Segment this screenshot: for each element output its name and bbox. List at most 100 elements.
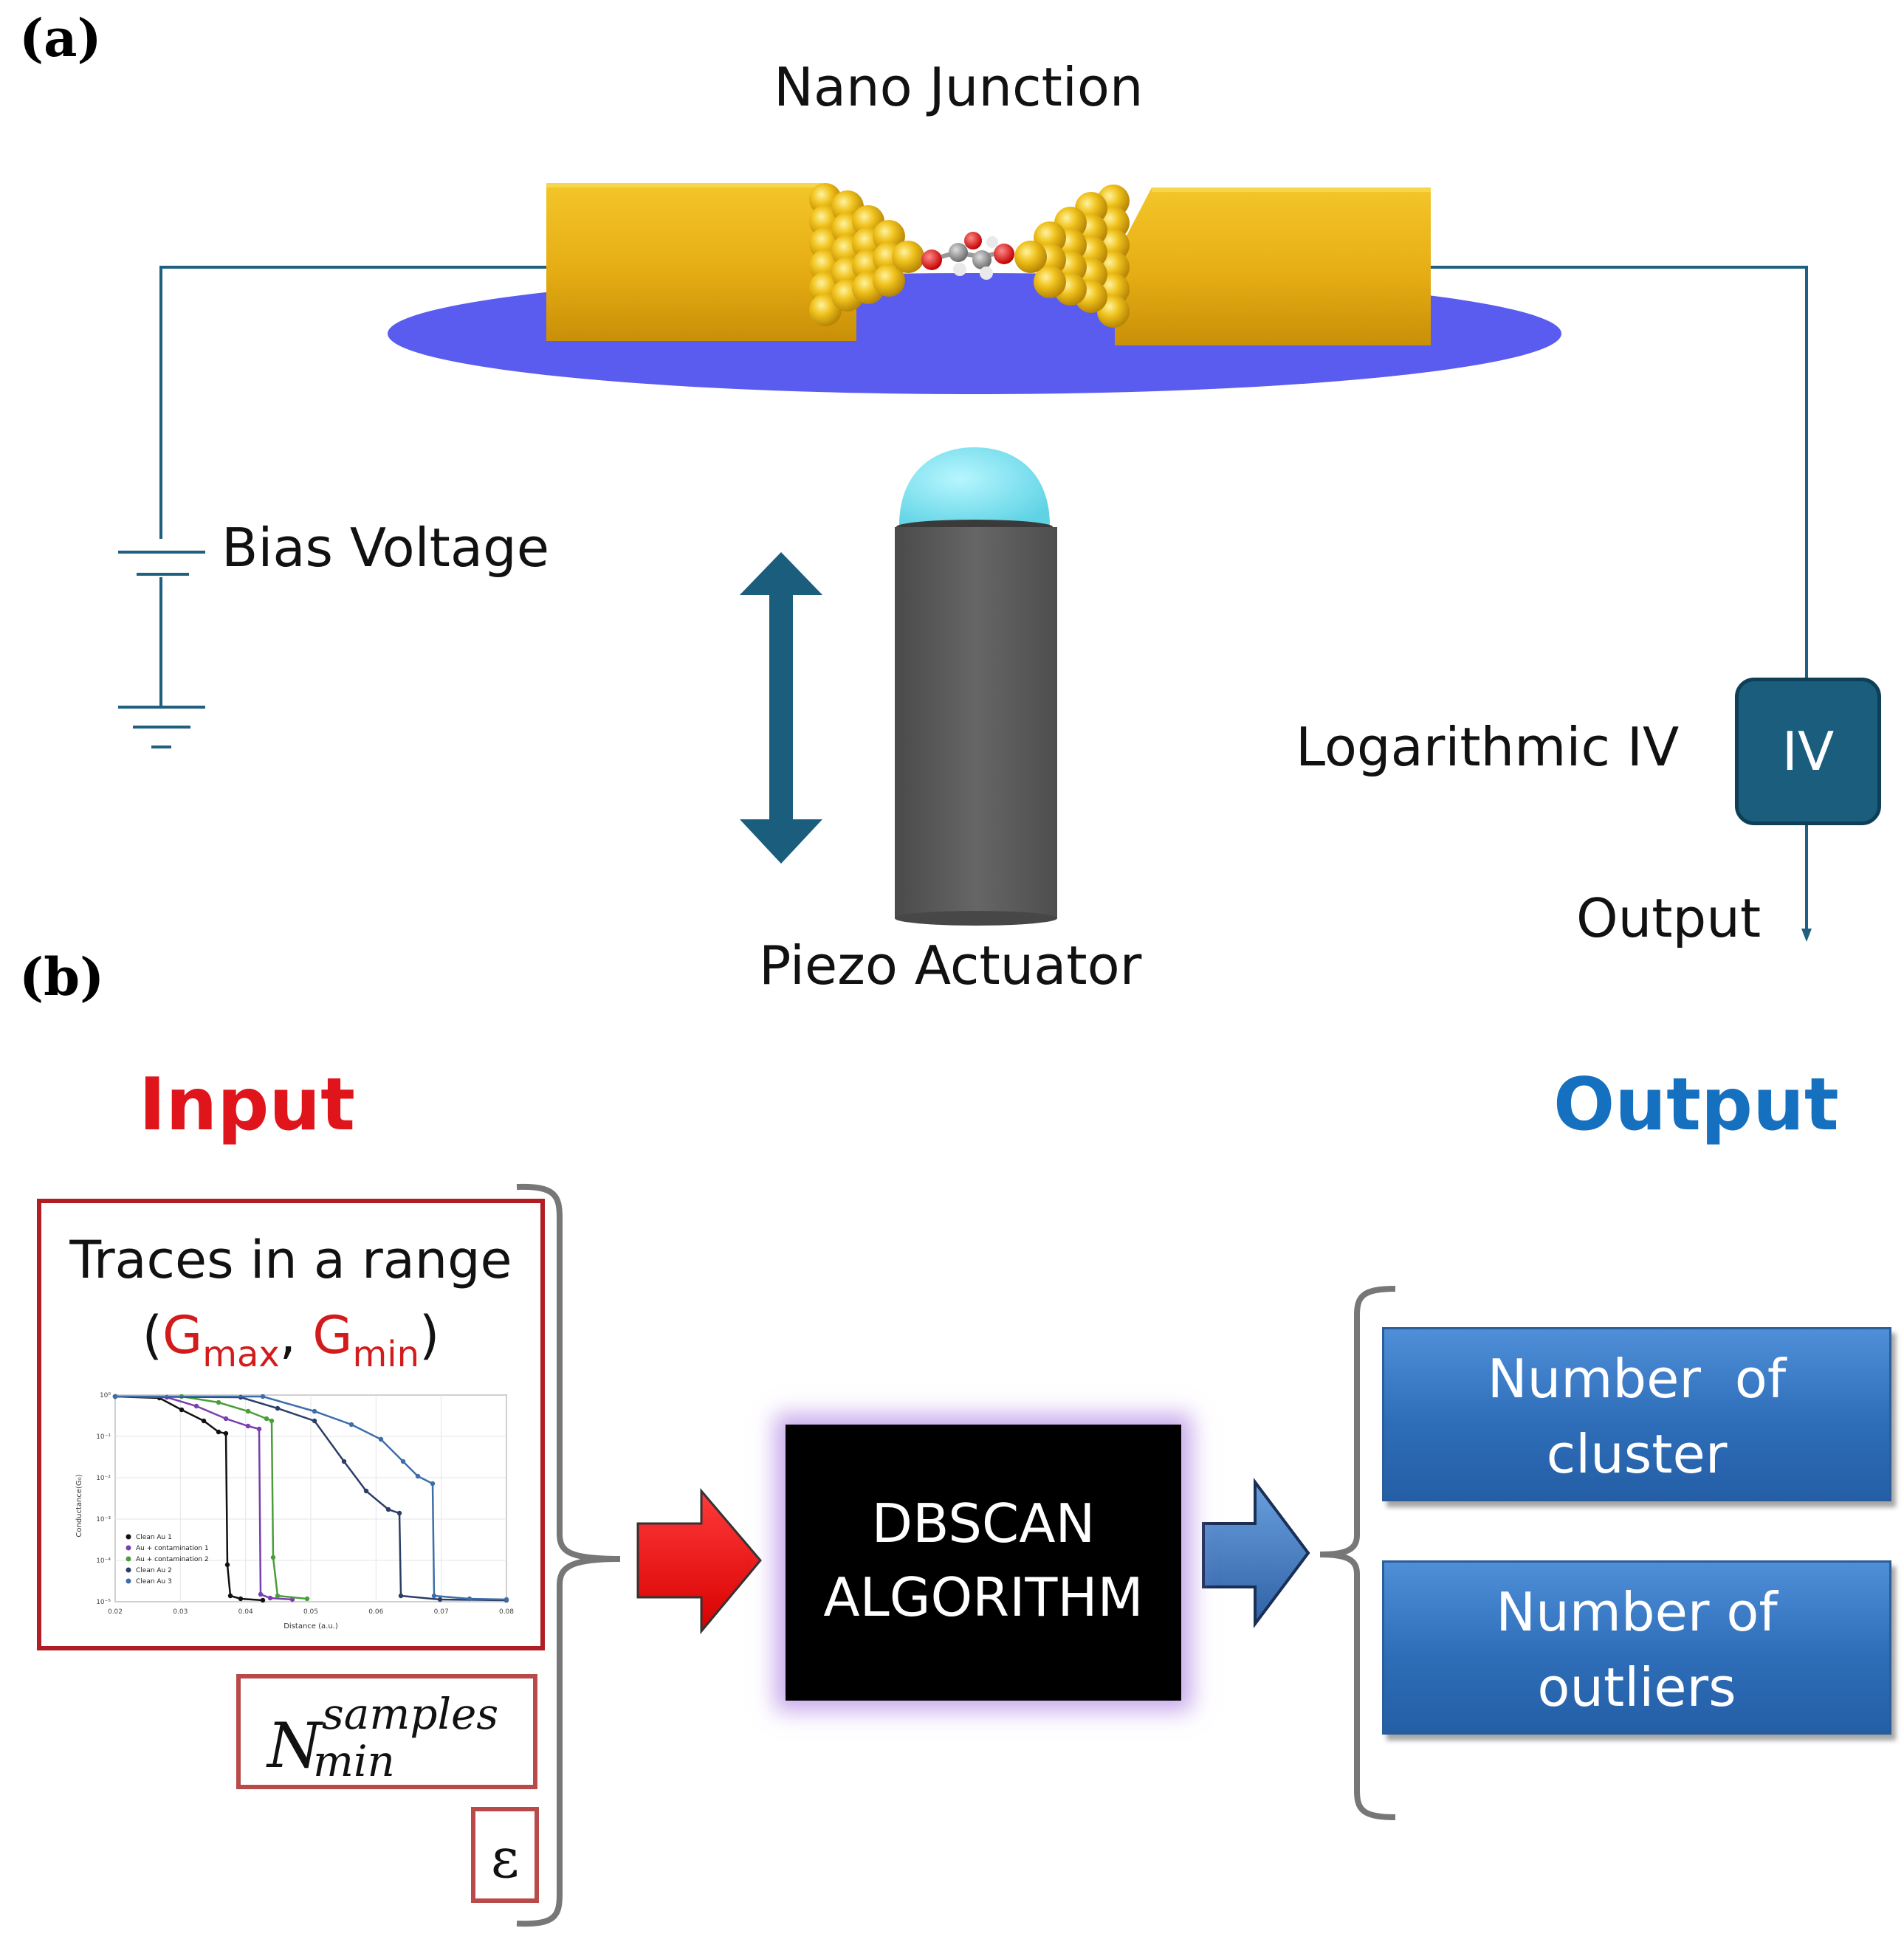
inset-ytick-label: 10⁻² xyxy=(96,1475,111,1482)
inset-trace-point xyxy=(304,1596,310,1602)
output-label-a: Output xyxy=(1576,887,1762,949)
right-gold-electrode xyxy=(1115,187,1431,345)
battery-symbol xyxy=(118,551,205,576)
traces-input-box: Traces in a range (Gmax, Gmin) 0.02 0.03 0… xyxy=(37,1199,545,1650)
inset-trace-point xyxy=(260,1394,266,1399)
inset-trace-point xyxy=(378,1436,384,1442)
iv-box-label: IV xyxy=(1781,720,1835,782)
inset-trace-point xyxy=(224,1562,230,1568)
blue-arrow-icon xyxy=(1202,1478,1310,1628)
bias-voltage-label: Bias Voltage xyxy=(221,517,549,579)
inset-trace-point xyxy=(258,1591,264,1597)
inset-trace-point xyxy=(363,1488,369,1494)
inset-trace-point xyxy=(312,1418,317,1424)
inset-xtick-label: 0.03 xyxy=(173,1608,188,1616)
inset-trace-point xyxy=(193,1403,199,1409)
inset-trace-point xyxy=(396,1510,402,1516)
traces-title: Traces in a range xyxy=(69,1230,512,1290)
circuit-wires xyxy=(159,266,1808,932)
output-brace xyxy=(1319,1286,1396,1820)
dbscan-algorithm-box: DBSCAN ALGORITHM xyxy=(786,1425,1181,1701)
inset-ytick-label: 10⁻³ xyxy=(96,1516,111,1523)
inset-xtick-label: 0.06 xyxy=(368,1608,383,1616)
inset-trace-point xyxy=(270,1554,276,1560)
inset-legend-label: Clean Au 1 xyxy=(136,1534,172,1541)
inset-xtick-label: 0.05 xyxy=(303,1608,318,1616)
inset-trace-point xyxy=(431,1593,437,1599)
number-of-cluster-box: Number of cluster xyxy=(1382,1327,1891,1501)
epsilon-symbol: ε xyxy=(490,1827,520,1890)
ground-symbol xyxy=(118,706,205,748)
g-range-label: (Gmax, Gmin) xyxy=(142,1305,440,1375)
inset-trace-point xyxy=(275,1593,281,1599)
gold-atom xyxy=(1014,241,1047,273)
inset-trace-point xyxy=(415,1473,421,1479)
output-box2-line1: Number of xyxy=(1496,1581,1778,1643)
g-max-symbol: G xyxy=(162,1305,203,1366)
inset-trace-point xyxy=(256,1426,262,1432)
inset-trace-line xyxy=(114,1395,264,1602)
inset-legend-marker xyxy=(126,1578,131,1584)
input-brace xyxy=(516,1183,621,1927)
output-box1-line1: Number of xyxy=(1487,1348,1787,1410)
inset-ytick-label: 10⁻⁴ xyxy=(96,1557,111,1565)
epsilon-box: ε xyxy=(471,1807,539,1903)
gold-atom xyxy=(1034,266,1066,298)
red-arrow-icon xyxy=(636,1487,762,1635)
inset-trace-point xyxy=(467,1596,472,1602)
inset-ylabel: Conductance(G₀) xyxy=(75,1474,83,1537)
inset-trace-point xyxy=(223,1430,229,1436)
output-arrowhead xyxy=(1801,929,1812,942)
inset-trace-point xyxy=(179,1407,185,1413)
inset-trace-point xyxy=(238,1596,244,1602)
inset-trace-point xyxy=(504,1597,509,1602)
piezo-actuator xyxy=(895,447,1057,926)
inset-trace-point xyxy=(245,1423,251,1429)
inset-legend-label: Au + contamination 1 xyxy=(136,1545,209,1552)
g-min-symbol: G xyxy=(312,1305,353,1366)
inset-trace-point xyxy=(245,1408,251,1414)
inset-legend-label: Clean Au 3 xyxy=(136,1578,172,1585)
g-max-subscript: max xyxy=(202,1334,280,1375)
piezo-actuator-label: Piezo Actuator xyxy=(759,934,1142,996)
inset-trace-point xyxy=(430,1481,436,1487)
inset-legend-label: Clean Au 2 xyxy=(136,1567,172,1574)
gold-atom xyxy=(873,264,905,297)
output-box1-line2: cluster xyxy=(1546,1423,1728,1485)
n-min-samples-box: N samples min xyxy=(236,1674,537,1789)
algorithm-line2: ALGORITHM xyxy=(823,1566,1144,1628)
inset-trace-point xyxy=(385,1507,391,1512)
algorithm-line1: DBSCAN xyxy=(871,1492,1096,1554)
left-gold-electrode xyxy=(546,183,856,341)
inset-ytick-label: 10⁻⁵ xyxy=(96,1599,111,1606)
inset-ytick-label: 10⁰ xyxy=(100,1392,111,1399)
molecule xyxy=(921,232,1014,280)
inset-xtick-label: 0.08 xyxy=(499,1608,514,1616)
left-atom-cluster xyxy=(809,183,924,326)
inset-trace-point xyxy=(264,1416,269,1422)
inset-trace-point xyxy=(223,1416,229,1422)
inset-legend-label: Au + contamination 2 xyxy=(136,1556,209,1563)
inset-legend-marker xyxy=(126,1556,131,1562)
iv-converter-box: IV xyxy=(1735,678,1881,825)
gold-atom xyxy=(892,241,924,273)
inset-trace-point xyxy=(267,1595,273,1601)
input-title: Input xyxy=(139,1063,355,1147)
inset-trace-point xyxy=(341,1459,347,1464)
inset-legend-marker xyxy=(126,1545,131,1551)
output-box2-line2: outliers xyxy=(1537,1656,1736,1718)
inset-xtick-label: 0.02 xyxy=(108,1608,123,1616)
inset-legend-marker xyxy=(126,1567,131,1573)
panel-a-label: (a) xyxy=(19,7,102,69)
inset-trace-point xyxy=(216,1399,221,1405)
inset-ytick-label: 10⁻¹ xyxy=(96,1433,111,1441)
inset-trace-point xyxy=(227,1593,233,1599)
inset-trace-point xyxy=(201,1418,207,1424)
inset-trace-point xyxy=(269,1418,275,1424)
panel-b-label: (b) xyxy=(19,946,105,1008)
output-title: Output xyxy=(1553,1063,1839,1147)
right-atom-cluster xyxy=(1014,185,1130,328)
double-arrow-icon xyxy=(740,552,822,864)
